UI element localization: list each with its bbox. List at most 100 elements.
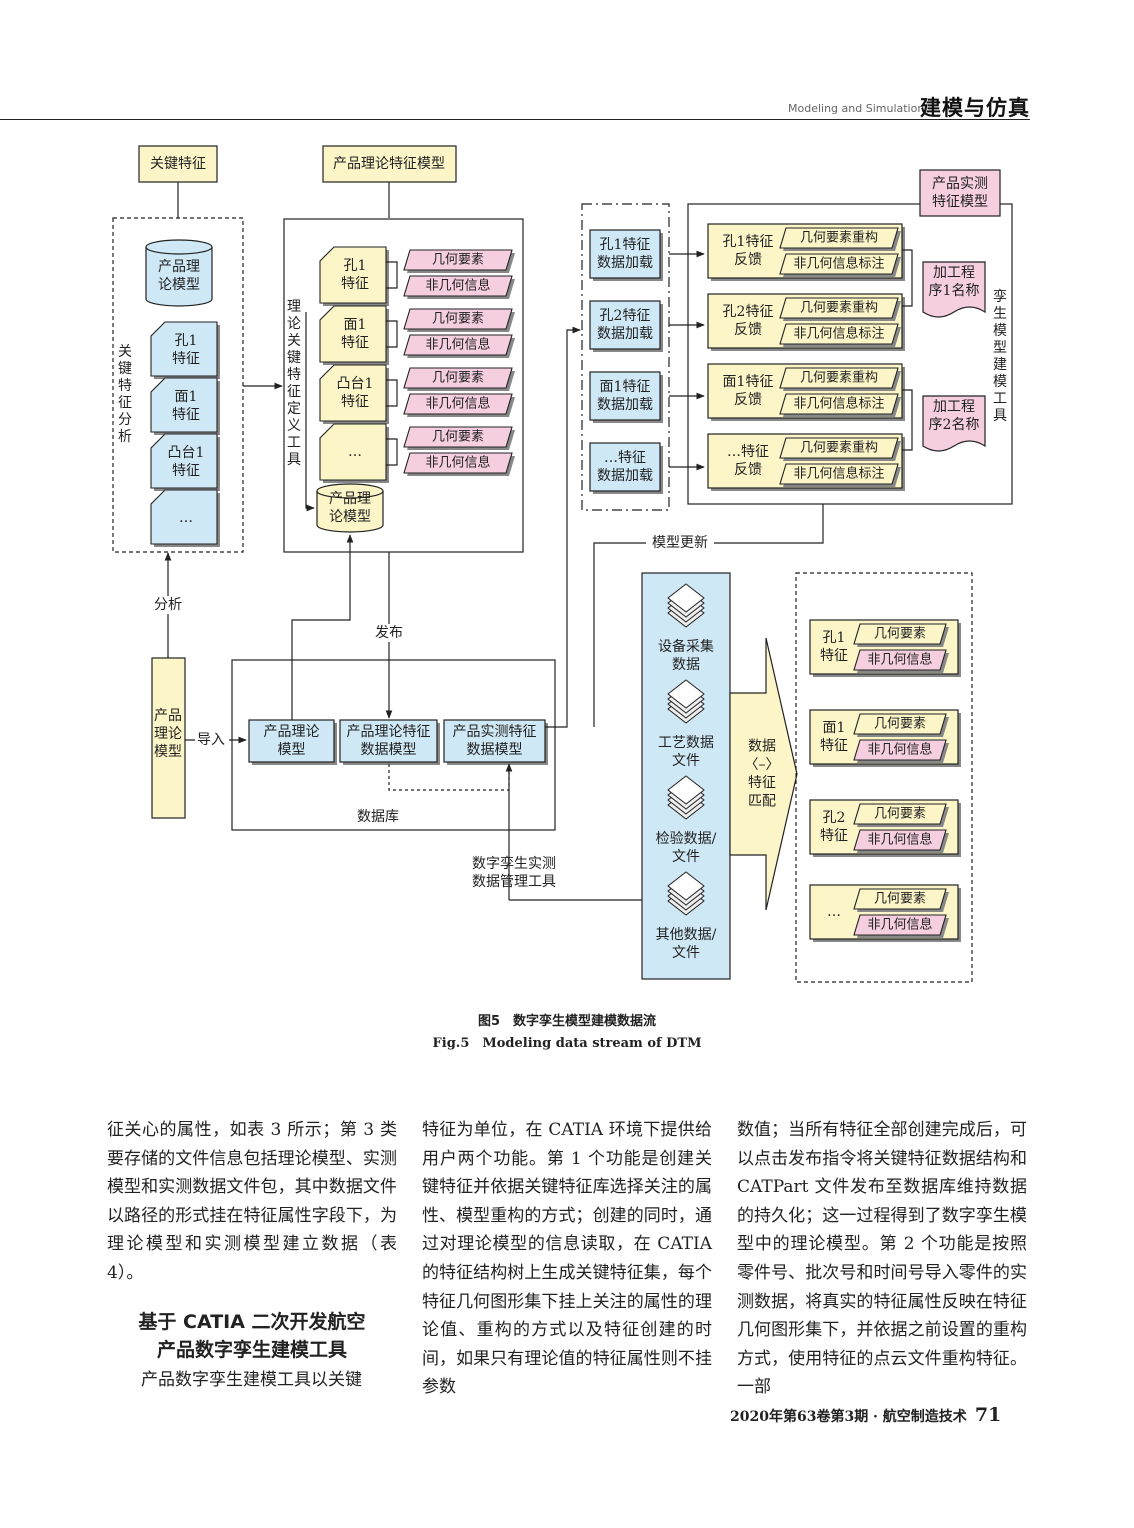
result-geom-box xyxy=(853,803,947,825)
theory-model-cylinder-label: 产品理 xyxy=(329,491,371,507)
theory-tool-vertical-label: 定 xyxy=(287,401,301,417)
product-theory-model-label: 论模型 xyxy=(158,277,200,293)
analysis-feature-box xyxy=(150,321,218,377)
result-nongeom-box xyxy=(853,649,947,671)
data-load-label: 孔2特征 xyxy=(600,308,651,324)
label-background xyxy=(195,731,229,749)
theory-tool-vertical-label: 关 xyxy=(287,333,301,349)
result-geom-label: 几何要素 xyxy=(874,891,926,907)
nongeom-mark-box xyxy=(779,463,899,485)
result-feature-label: 面1 xyxy=(823,720,846,736)
analysis-feature-label: 特征 xyxy=(172,463,200,479)
page-number: 71 xyxy=(974,1404,1002,1426)
bracket-line xyxy=(902,389,913,451)
analysis-feature-label: 特征 xyxy=(172,351,200,367)
data-load-label: 数据加载 xyxy=(597,326,653,342)
twin-tool-vertical-label: 建 xyxy=(993,357,1007,373)
nongeom-info-label: 非几何信息 xyxy=(425,455,490,471)
mgmt-tool-label: 数据管理工具 xyxy=(472,874,556,890)
label-background xyxy=(372,624,406,642)
section-title: 基于 CATIA 二次开发航空 产品数字孪生建模工具 xyxy=(107,1308,397,1364)
database-model-label: 模型 xyxy=(278,742,306,758)
feedback-label: 孔2特征 xyxy=(723,304,774,320)
program1-label: 加工程 xyxy=(933,265,975,281)
dashed-link xyxy=(388,764,510,791)
key-feature-analysis-label: 关 xyxy=(118,344,132,360)
geom-rebuild-label: 几何要素重构 xyxy=(800,440,878,456)
geom-rebuild-box xyxy=(779,437,899,459)
import-label: 导入 xyxy=(197,732,225,748)
data-load-frame xyxy=(581,203,670,511)
analysis-feature-label: 孔1 xyxy=(175,333,198,349)
nongeom-mark-box xyxy=(779,393,899,415)
data-load-label: 孔1特征 xyxy=(600,237,651,253)
twin-tool-vertical-label: 型 xyxy=(993,340,1007,356)
product-theory-model-cylinder-top xyxy=(145,246,213,255)
feedback-label: …特征 xyxy=(727,444,769,460)
geom-element-box xyxy=(403,367,513,389)
program2-doc xyxy=(922,395,986,452)
import-model-label: 理论 xyxy=(154,726,182,742)
theory-feature-box xyxy=(319,364,387,422)
body-paragraph: 数值；当所有特征全部创建完成后，可以点击发布指令将关键特征数据结构和 CATPa… xyxy=(737,1120,1027,1398)
result-nongeom-label: 非几何信息 xyxy=(867,652,932,668)
analysis-label: 分析 xyxy=(154,597,182,613)
product-theory-model-cylinder xyxy=(145,239,213,307)
nongeom-mark-box xyxy=(779,253,899,275)
theory-feature-model-label: 产品理论特征模型 xyxy=(333,156,445,172)
program1-label: 序1名称 xyxy=(929,283,980,299)
result-feature-label: 特征 xyxy=(820,648,848,664)
theory-feature-box xyxy=(319,246,387,304)
header-chinese: 建模与仿真 xyxy=(920,96,1030,120)
data-source-label: 其他数据/ xyxy=(656,927,717,943)
geom-rebuild-label: 几何要素重构 xyxy=(800,300,878,316)
feedback-label: 孔1特征 xyxy=(723,234,774,250)
result-geom-box xyxy=(853,623,947,645)
data-source-label: 工艺数据 xyxy=(658,735,714,751)
geom-rebuild-box xyxy=(779,297,899,319)
feedback-label: 面1特征 xyxy=(723,374,774,390)
section-title-line: 产品数字孪生建模工具 xyxy=(156,1338,347,1361)
result-feature-label: 孔2 xyxy=(823,810,846,826)
theory-model-cylinder-label: 论模型 xyxy=(329,509,371,525)
nongeom-info-box xyxy=(403,275,513,297)
program1-doc xyxy=(922,261,986,318)
geom-element-label: 几何要素 xyxy=(432,311,484,327)
match-label: 匹配 xyxy=(748,793,776,809)
result-feature-label: 特征 xyxy=(820,828,848,844)
publish-label: 发布 xyxy=(375,625,403,641)
result-nongeom-box xyxy=(853,739,947,761)
data-stack-icon xyxy=(667,583,705,613)
theory-feature-model-box xyxy=(322,145,457,183)
theory-feature-box xyxy=(319,305,387,363)
dtm-dataflow-diagram: 关键特征关键特征分析产品理论模型孔1特征面1特征凸台1特征…产品理论特征模型理论… xyxy=(112,145,1013,983)
theory-tool-vertical-label: 特 xyxy=(287,367,301,383)
geom-rebuild-box xyxy=(779,367,899,389)
theory-tool-vertical-label: 理 xyxy=(287,299,301,315)
analysis-feature-label: … xyxy=(179,510,193,526)
result-nongeom-label: 非几何信息 xyxy=(867,742,932,758)
key-feature-label: 关键特征 xyxy=(150,156,206,172)
data-load-box xyxy=(589,300,661,350)
figure-caption-cn: 图5 数字孪生模型建模数据流 xyxy=(477,1014,657,1029)
data-source-label: 数据 xyxy=(672,657,700,673)
data-load-label: 面1特征 xyxy=(600,379,651,395)
database-model-box xyxy=(443,719,546,763)
result-feature-label: … xyxy=(827,904,841,920)
theory-feature-label: 特征 xyxy=(341,394,369,410)
analysis-feature-label: 特征 xyxy=(172,407,200,423)
match-label: 数据 xyxy=(748,739,776,755)
theory-feature-label: 孔1 xyxy=(344,258,367,274)
program2-label: 序2名称 xyxy=(929,417,980,433)
result-feature-label: 孔1 xyxy=(823,630,846,646)
body-paragraph: 征关心的属性，如表 3 所示；第 3 类要存储的文件信息包括理论模型、实测模型和… xyxy=(107,1120,397,1283)
theory-tool-vertical-label: 具 xyxy=(287,452,301,468)
nongeom-mark-label: 非几何信息标注 xyxy=(793,256,884,272)
key-feature-analysis-label: 分 xyxy=(118,412,132,428)
theory-tool-frame xyxy=(283,218,524,553)
feedback-label: 反馈 xyxy=(734,252,762,268)
geom-element-box xyxy=(403,249,513,271)
twin-tool-vertical-label: 模 xyxy=(993,323,1007,339)
analysis-feature-label: 面1 xyxy=(175,389,198,405)
